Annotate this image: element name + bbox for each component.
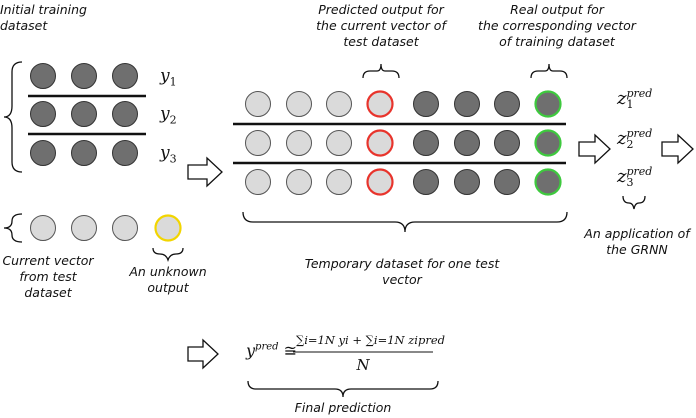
unknown-output-brace	[152, 247, 184, 263]
training-circle	[30, 140, 56, 166]
arrow-to-temporary	[187, 156, 223, 188]
training-part-circle	[494, 130, 520, 156]
temporary-dataset-grid	[233, 90, 566, 196]
y2-label: y2	[160, 104, 177, 127]
arrow-to-formula	[187, 338, 219, 370]
real-output-circle	[534, 168, 562, 196]
test-part-circle	[245, 130, 271, 156]
training-part-circle	[413, 130, 439, 156]
y1-label: y1	[160, 66, 177, 89]
test-circle	[71, 215, 97, 241]
test-part-circle	[286, 169, 312, 195]
test-part-circle	[286, 130, 312, 156]
training-circle	[30, 101, 56, 127]
predicted-output-brace	[362, 63, 400, 79]
test-part-circle	[326, 130, 352, 156]
test-circle	[30, 215, 56, 241]
unknown-output-label: An unknown output	[129, 264, 207, 295]
training-circle	[71, 101, 97, 127]
predicted-output-label: Predicted output for the current vector …	[316, 2, 446, 49]
training-part-circle	[413, 169, 439, 195]
formula-denominator: N	[356, 356, 370, 374]
training-part-circle	[413, 91, 439, 117]
test-part-circle	[286, 91, 312, 117]
test-circle	[112, 215, 138, 241]
real-output-circle	[534, 129, 562, 157]
training-circle	[112, 140, 138, 166]
test-part-circle	[245, 169, 271, 195]
formula-lhs: ypred ≅	[246, 341, 298, 360]
predicted-output-circle	[366, 90, 394, 118]
real-output-brace	[530, 63, 568, 79]
y3-label: y3	[160, 143, 177, 166]
training-circle	[71, 140, 97, 166]
initial-training-label: Initial training dataset	[0, 2, 87, 33]
test-vector-row	[30, 214, 182, 242]
formula-numerator: ∑i=1N yi + ∑i=1N zipred	[296, 333, 446, 347]
training-part-circle	[454, 91, 480, 117]
training-circle	[112, 63, 138, 89]
final-prediction-brace	[247, 380, 439, 398]
current-vector-label: Current vector from test dataset	[2, 253, 94, 300]
arrow-from-grnn	[661, 133, 694, 165]
real-output-label: Real output for the corresponding vector…	[478, 2, 636, 49]
grnn-application-label: An application of the GRNN	[584, 226, 690, 257]
training-circle	[71, 63, 97, 89]
predicted-output-circle	[366, 129, 394, 157]
training-part-circle	[454, 169, 480, 195]
predicted-output-circle	[366, 168, 394, 196]
training-part-circle	[454, 130, 480, 156]
unknown-output-circle	[154, 214, 182, 242]
temporary-dataset-brace	[242, 211, 568, 233]
test-part-circle	[245, 91, 271, 117]
training-circle	[112, 101, 138, 127]
test-part-circle	[326, 169, 352, 195]
training-brace	[3, 61, 23, 173]
arrow-to-grnn	[578, 133, 611, 165]
temporary-dataset-label: Temporary dataset for one test vector	[304, 256, 500, 287]
test-part-circle	[326, 91, 352, 117]
training-dataset-grid	[28, 63, 146, 166]
final-prediction-label: Final prediction	[294, 400, 392, 415]
training-part-circle	[494, 169, 520, 195]
training-part-circle	[494, 91, 520, 117]
grnn-brace	[622, 195, 646, 210]
training-circle	[30, 63, 56, 89]
real-output-circle	[534, 90, 562, 118]
test-vector-brace	[3, 213, 23, 243]
